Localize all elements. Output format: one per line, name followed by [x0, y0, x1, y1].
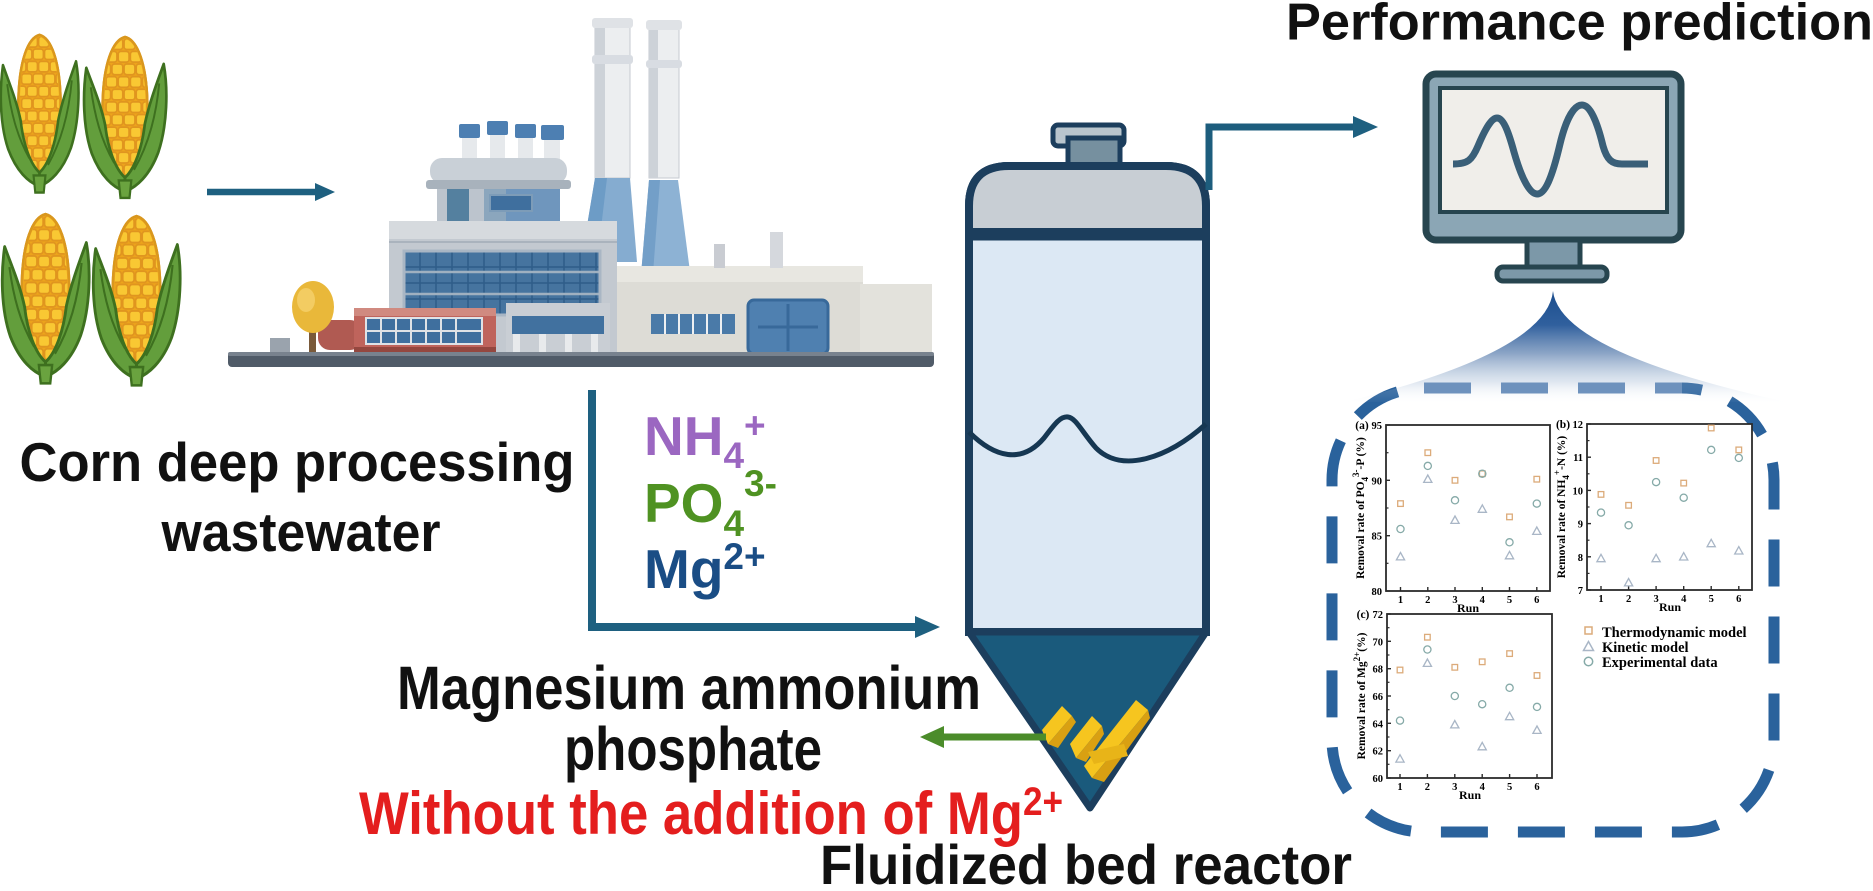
- svg-text:5: 5: [1507, 595, 1512, 606]
- svg-text:3: 3: [1452, 595, 1457, 606]
- svg-text:62: 62: [1373, 747, 1384, 758]
- svg-text:68: 68: [1373, 665, 1384, 676]
- svg-text:Run: Run: [1459, 788, 1481, 802]
- svg-text:2: 2: [1425, 782, 1430, 793]
- svg-text:8: 8: [1578, 553, 1583, 564]
- svg-text:(a): (a): [1355, 420, 1369, 432]
- svg-text:9: 9: [1578, 520, 1583, 531]
- svg-text:95: 95: [1372, 421, 1383, 432]
- svg-text:90: 90: [1372, 476, 1383, 487]
- svg-text:6: 6: [1534, 595, 1539, 606]
- svg-text:10: 10: [1573, 486, 1584, 497]
- svg-text:85: 85: [1372, 532, 1383, 543]
- svg-text:4: 4: [1681, 594, 1687, 605]
- svg-text:Corn deep processing: Corn deep processing: [20, 431, 575, 493]
- svg-text:PO43-: PO43-: [644, 463, 777, 544]
- svg-text:2: 2: [1425, 595, 1430, 606]
- svg-text:3: 3: [1653, 594, 1658, 605]
- svg-text:5: 5: [1709, 594, 1714, 605]
- svg-text:phosphate: phosphate: [564, 715, 822, 783]
- svg-text:Without the addition of Mg2+: Without the addition of Mg2+: [359, 780, 1063, 847]
- svg-text:Run: Run: [1659, 600, 1681, 614]
- svg-text:80: 80: [1372, 587, 1383, 598]
- svg-text:wastewater: wastewater: [161, 501, 441, 563]
- svg-text:6: 6: [1534, 782, 1539, 793]
- svg-text:Removal rate of Mg2+(%): Removal rate of Mg2+(%): [1352, 632, 1368, 759]
- svg-text:Magnesium ammonium: Magnesium ammonium: [397, 654, 981, 722]
- svg-text:4: 4: [1480, 782, 1486, 793]
- svg-text:6: 6: [1736, 594, 1741, 605]
- svg-text:Removal rate of NH4+-N (%): Removal rate of NH4+-N (%): [1552, 436, 1571, 579]
- svg-text:Kinetic model: Kinetic model: [1602, 640, 1689, 656]
- svg-text:Mg2+: Mg2+: [644, 536, 766, 600]
- svg-text:Fluidized bed reactor: Fluidized bed reactor: [820, 833, 1352, 886]
- svg-text:Thermodynamic model: Thermodynamic model: [1602, 625, 1747, 641]
- svg-text:11: 11: [1573, 453, 1583, 464]
- svg-text:64: 64: [1373, 719, 1384, 730]
- svg-text:12: 12: [1573, 420, 1584, 431]
- svg-text:3: 3: [1452, 782, 1457, 793]
- svg-text:2: 2: [1626, 594, 1631, 605]
- svg-text:Performance prediction: Performance prediction: [1286, 0, 1873, 52]
- svg-text:60: 60: [1373, 774, 1384, 785]
- svg-text:1: 1: [1397, 782, 1402, 793]
- svg-text:66: 66: [1373, 692, 1384, 703]
- svg-text:5: 5: [1507, 782, 1512, 793]
- svg-text:7: 7: [1578, 586, 1583, 597]
- svg-text:70: 70: [1373, 637, 1384, 648]
- svg-text:72: 72: [1373, 610, 1384, 621]
- svg-text:Run: Run: [1457, 601, 1479, 615]
- svg-text:Experimental data: Experimental data: [1602, 655, 1718, 671]
- svg-text:1: 1: [1598, 594, 1603, 605]
- svg-text:Removal rate of PO43--P (%): Removal rate of PO43--P (%): [1351, 437, 1370, 579]
- svg-text:(b): (b): [1556, 419, 1570, 431]
- svg-text:1: 1: [1398, 595, 1403, 606]
- svg-text:(c): (c): [1357, 609, 1370, 621]
- svg-text:4: 4: [1480, 595, 1486, 606]
